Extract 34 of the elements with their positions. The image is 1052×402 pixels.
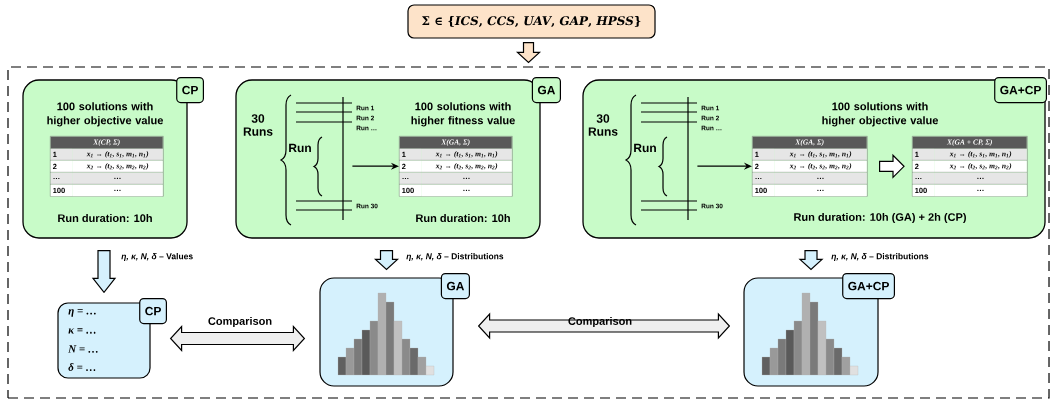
block-arrow xyxy=(477,312,731,340)
equation-text: δ = … xyxy=(68,363,96,371)
heading-text: 100 solutions with higher objective value xyxy=(822,102,938,127)
run-label: Run xyxy=(289,143,311,153)
edge-label: η, κ, N, δ – Distributions xyxy=(831,253,929,261)
tag-label: GA xyxy=(440,273,470,300)
tag-label: GA xyxy=(531,77,561,104)
equation-text: N = … xyxy=(68,345,98,353)
block-arrow xyxy=(169,324,306,353)
heading-text: 100 solutions with higher objective value xyxy=(47,102,163,127)
block-arrow xyxy=(879,153,905,179)
heading-text: 100 solutions with higher fitness value xyxy=(411,102,515,127)
duration-text: Run duration: 10h (GA) + 2h (CP) xyxy=(794,212,966,224)
tag-label: CP xyxy=(139,298,167,325)
input-box: Σ ∈ {ICS, CCS, UAV, GAP, HPSS} xyxy=(407,4,656,39)
duration-text: Run duration: 10h xyxy=(58,213,152,223)
block-arrow xyxy=(515,42,542,64)
edge-label: Comparison xyxy=(568,316,632,328)
edge-label: η, κ, N, δ – Values xyxy=(121,253,193,261)
block-arrow xyxy=(91,250,117,294)
edge-label: Comparison xyxy=(208,316,272,328)
dashed-frame xyxy=(7,66,1050,399)
equation-text: η = … xyxy=(68,309,96,317)
duration-text: Run duration: 10h xyxy=(416,213,510,223)
run-count-label: 30 Runs xyxy=(243,114,273,136)
block-arrow xyxy=(373,250,400,271)
run-count-label: 30 Runs xyxy=(588,114,618,136)
tag-label: CP xyxy=(176,77,204,104)
edge-label: η, κ, N, δ – Distributions xyxy=(406,253,504,261)
tag-label: GA+CP xyxy=(842,273,895,300)
run-label: Run xyxy=(634,143,656,153)
equation-text: κ = … xyxy=(68,328,96,334)
block-arrow xyxy=(798,250,824,271)
tag-label: GA+CP xyxy=(994,77,1047,104)
